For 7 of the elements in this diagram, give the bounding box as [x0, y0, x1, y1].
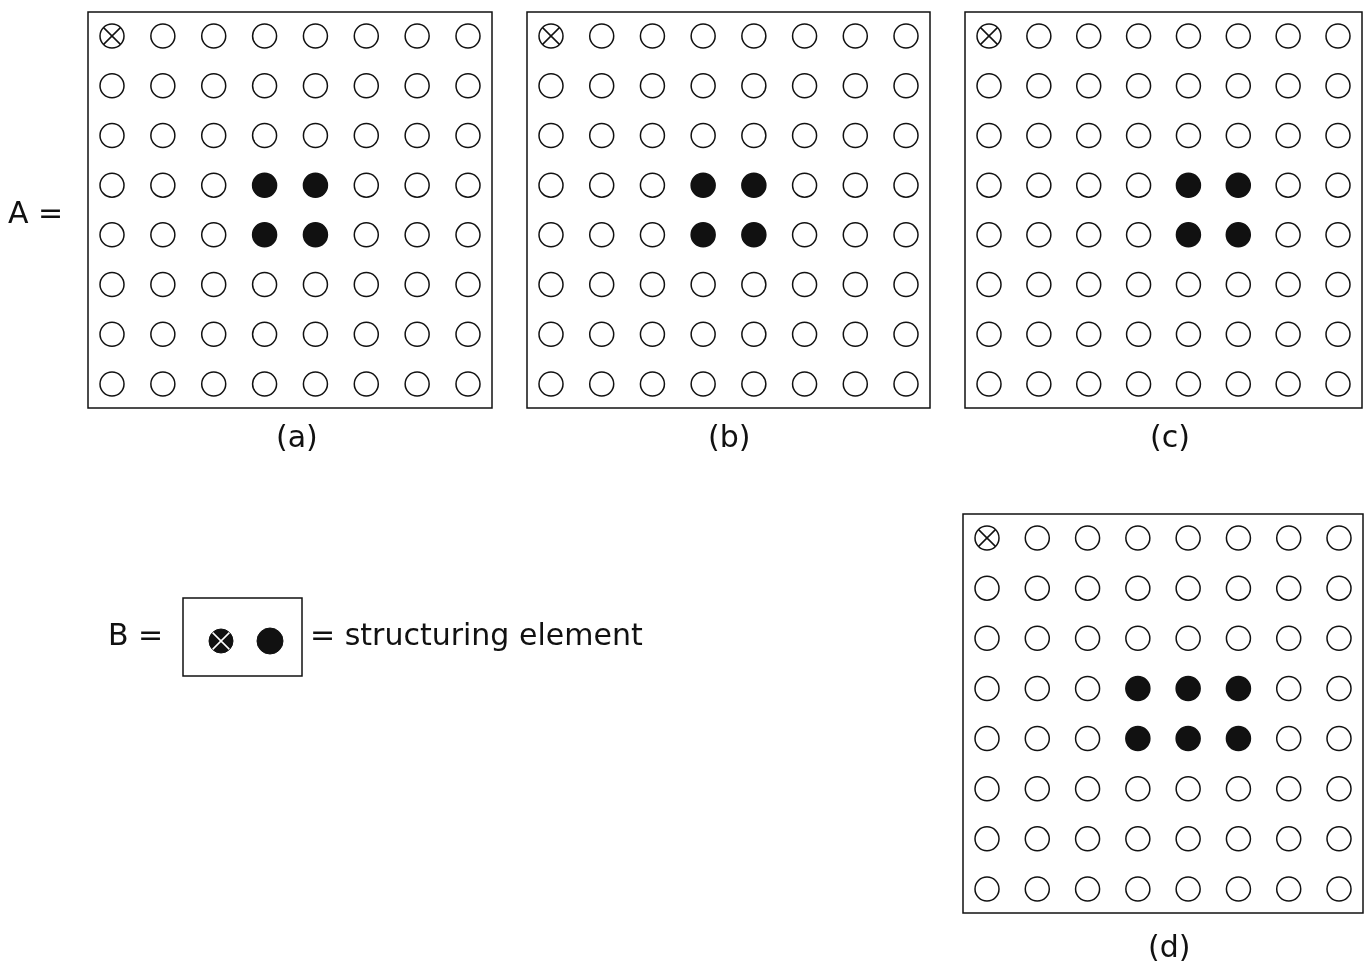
- panel-caption: (c): [1150, 422, 1190, 452]
- equation-label: A =: [8, 198, 64, 228]
- equation-label: B =: [108, 620, 164, 650]
- definition-text: = structuring element: [310, 620, 643, 650]
- panel-caption: (d): [1148, 932, 1191, 962]
- panel-caption: (a): [276, 422, 318, 452]
- panel-caption: (b): [708, 422, 751, 452]
